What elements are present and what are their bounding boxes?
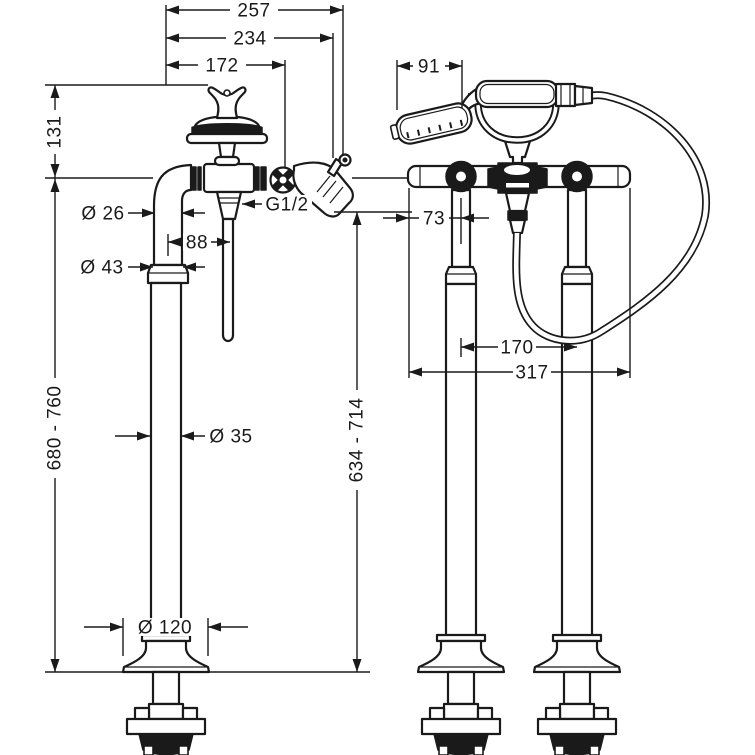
dim-overall-width: 257	[237, 1, 270, 22]
left-standpipe	[444, 282, 478, 643]
base-escutcheon	[121, 633, 211, 674]
dimension-pipe-spacing: 170	[461, 338, 577, 359]
dim-spout-center-offset: 88	[186, 233, 208, 254]
riser-collar	[146, 263, 190, 285]
dim-overall-depth: 317	[515, 363, 548, 384]
dim-collar-diameter: Ø 43	[80, 258, 123, 279]
diverter-valve	[487, 162, 548, 194]
dim-spout-height: 634 - 714	[347, 398, 368, 483]
right-floor-fixing	[536, 670, 618, 755]
outlet-cone	[215, 190, 243, 221]
mixer-body	[202, 162, 256, 194]
dimension-spout-height: 634 - 714	[347, 212, 368, 672]
dim-pipe-diameter: Ø 35	[209, 427, 252, 448]
spout	[292, 161, 354, 218]
dim-edge-to-pipe-center: 73	[423, 209, 445, 230]
dimension-pipe-diameter: Ø 35	[115, 427, 256, 448]
dimension-width-to-lever: 234	[166, 29, 333, 50]
hand-shower	[389, 79, 594, 145]
dimension-width-to-spout-joint: 172	[166, 56, 285, 77]
cradle-fork	[503, 139, 532, 165]
dimension-outlet-thread: G1/2	[242, 195, 312, 216]
dimension-overall-width: 257	[166, 1, 343, 22]
dimension-handle-height: 131	[45, 85, 66, 178]
dim-overall-height: 680 - 760	[45, 386, 66, 471]
floor-fixing	[125, 670, 207, 755]
dimension-overall-depth: 317	[409, 363, 630, 384]
dim-riser-diameter: Ø 26	[81, 204, 124, 225]
dip-tube	[221, 217, 235, 343]
dim-outlet-thread: G1/2	[265, 195, 308, 216]
dimension-collar-diameter: Ø 43	[77, 258, 205, 279]
dim-pipe-spacing: 170	[500, 338, 533, 359]
dimension-handshower-overhang: 91	[397, 57, 462, 78]
front-view	[389, 79, 711, 755]
left-base-escutcheon	[416, 633, 506, 674]
dimension-spout-center-offset: 88	[168, 233, 230, 254]
right-base-escutcheon	[532, 633, 622, 674]
dim-base-diameter: Ø 120	[138, 618, 192, 639]
dim-width-to-spout-joint: 172	[205, 56, 238, 77]
dimension-riser-diameter: Ø 26	[78, 204, 205, 225]
riser-pipe	[149, 281, 183, 643]
dimension-base-diameter: Ø 120	[84, 618, 248, 639]
dim-handshower-overhang: 91	[418, 57, 440, 78]
left-floor-fixing	[420, 670, 502, 755]
dim-handle-height: 131	[45, 115, 66, 148]
side-view	[121, 86, 354, 755]
dimension-overall-height: 680 - 760	[45, 178, 66, 672]
dim-width-to-lever: 234	[233, 29, 266, 50]
dimensions: 257 234 172 91 131	[45, 1, 631, 673]
shower-hose	[512, 91, 711, 345]
right-standpipe-upper	[566, 188, 588, 269]
dimension-edge-to-pipe-center: 73	[383, 209, 489, 230]
